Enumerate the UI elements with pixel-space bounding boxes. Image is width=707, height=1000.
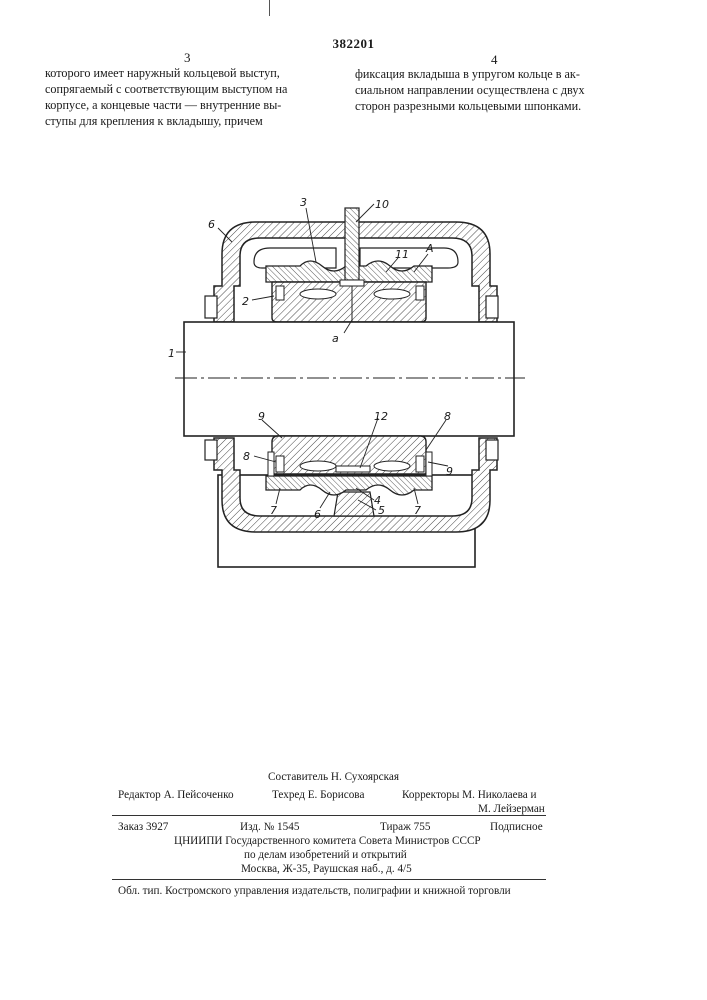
org-line-1: ЦНИИПИ Государственного комитета Совета … — [174, 834, 481, 848]
label-8-left: 8 — [243, 450, 250, 463]
label-11: 11 — [395, 248, 409, 261]
label-9-right: 9 — [446, 465, 453, 478]
label-6-bottom: 6 — [314, 508, 321, 521]
circulation: Тираж 755 — [380, 820, 430, 834]
compiler: Составитель Н. Сухоярская — [268, 770, 399, 784]
correctors-1: Корректоры М. Николаева и — [402, 788, 537, 802]
label-2: 2 — [242, 295, 249, 308]
label-5: 5 — [378, 504, 385, 517]
order: Заказ 3927 — [118, 820, 168, 834]
editor: Редактор А. Пейсоченко — [118, 788, 234, 802]
printer: Обл. тип. Костромского управления издате… — [118, 884, 511, 898]
label-7-right: 7 — [414, 504, 421, 517]
label-9-top: 9 — [258, 410, 265, 423]
footer-rule-bottom — [112, 879, 546, 880]
org-line-2: по делам изобретений и открытий — [244, 848, 407, 862]
footer-rule-top — [112, 815, 546, 816]
issue: Изд. № 1545 — [240, 820, 299, 834]
bearing-drawing: 6 3 10 11 A 2 a 1 9 12 8 8 9 7 6 4 5 7 — [0, 0, 707, 620]
subscription: Подписное — [490, 820, 543, 834]
label-10: 10 — [375, 198, 389, 211]
techred: Техред Е. Борисова — [272, 788, 364, 802]
label-A: A — [425, 242, 434, 255]
label-7-left: 7 — [270, 504, 277, 517]
correctors-2: М. Лейзерман — [478, 802, 545, 816]
address: Москва, Ж-35, Раушская наб., д. 4/5 — [241, 862, 412, 876]
label-1: 1 — [168, 347, 175, 360]
label-a: a — [332, 332, 339, 345]
shaft — [175, 322, 525, 436]
label-3: 3 — [300, 196, 307, 209]
label-12: 12 — [374, 410, 388, 423]
lower-liner-assembly — [266, 436, 432, 495]
label-6-top: 6 — [208, 218, 215, 231]
label-8-right: 8 — [444, 410, 451, 423]
